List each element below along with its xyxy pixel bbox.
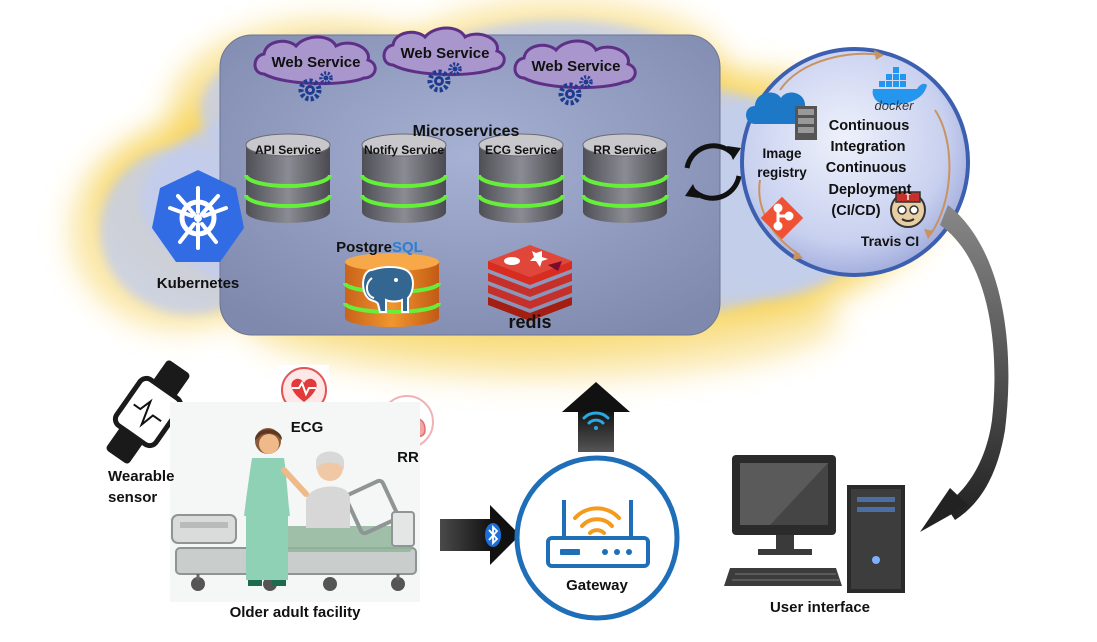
kubernetes-icon	[152, 170, 244, 262]
cicd-line-1: Continuous	[829, 118, 910, 134]
service-label: Notify Service	[364, 143, 444, 157]
web-service-cloud-shape	[382, 26, 506, 77]
docker-icon	[872, 67, 927, 105]
web-service-label: Web Service	[272, 54, 361, 71]
computer-icon	[724, 455, 905, 593]
web-service-label: Web Service	[401, 45, 490, 62]
cicd-line-2: Integration	[831, 139, 906, 155]
gear-icon	[319, 71, 333, 85]
travis-ci-icon: T	[890, 191, 926, 228]
microservices-title: Microservices	[413, 123, 520, 140]
service-label: ECG Service	[485, 143, 557, 157]
rr-label: RR	[397, 449, 419, 466]
cicd-line-4: Deployment	[829, 182, 912, 198]
postgresql-database	[343, 253, 441, 327]
hospital-bed-scene	[170, 402, 420, 602]
svg-text:T: T	[905, 192, 911, 202]
web-service-label: Web Service	[532, 58, 621, 75]
cicd-line-5: (CI/CD)	[831, 203, 880, 219]
postgresql-elephant-icon	[362, 266, 414, 313]
gateway-router	[514, 455, 680, 621]
docker-label: docker	[874, 98, 914, 113]
user-interface-label: User interface	[770, 599, 870, 616]
bluetooth-arrow	[440, 505, 520, 565]
wearable-label-line1: Wearable	[108, 468, 174, 485]
postgres-label-part2: SQL	[392, 239, 423, 256]
smartwatch-icon	[106, 360, 190, 464]
gear-icon	[448, 62, 462, 76]
web-service-3: Web Service	[513, 39, 637, 106]
gear-icon	[558, 82, 582, 106]
service-label: API Service	[255, 143, 321, 157]
wearable-label-line2: sensor	[108, 489, 157, 506]
service-database-3: ECG Service	[477, 133, 565, 223]
service-database-1: API Service	[244, 133, 332, 223]
redis-label: redis	[508, 312, 551, 332]
web-service-2: Web Service	[382, 26, 506, 93]
router-wifi-icon	[573, 506, 621, 535]
image-registry-icon	[746, 92, 817, 140]
sync-cycle-icon	[684, 143, 742, 201]
service-label: RR Service	[593, 143, 657, 157]
web-service-cloud-shape	[253, 35, 377, 86]
cicd-to-ui-arrow	[920, 205, 1009, 532]
microservice-databases: API Service Notify Service ECG Service RR S…	[244, 133, 669, 223]
redis-icon	[488, 245, 572, 321]
kubernetes-label: Kubernetes	[157, 275, 240, 292]
cicd-line-3: Continuous	[826, 160, 907, 176]
service-database-2: Notify Service	[360, 133, 448, 223]
ecg-label: ECG	[291, 419, 324, 436]
bluetooth-icon	[485, 523, 501, 547]
image-registry-label-line2: registry	[757, 165, 807, 180]
facility-caption: Older adult facility	[230, 604, 362, 621]
gear-icon	[579, 75, 593, 89]
web-service-1: Web Service	[253, 35, 377, 102]
image-registry-label-line1: Image	[762, 146, 802, 161]
gateway-label: Gateway	[566, 577, 628, 594]
wifi-signal-icon	[582, 411, 610, 430]
travis-label: Travis CI	[861, 233, 919, 249]
gear-icon	[427, 69, 451, 93]
postgres-label-part1: Postgre	[336, 239, 392, 256]
web-service-cloud-shape	[513, 39, 637, 90]
service-database-4: RR Service	[581, 133, 669, 223]
gateway-to-cloud-arrow	[562, 382, 630, 452]
gear-icon	[298, 78, 322, 102]
